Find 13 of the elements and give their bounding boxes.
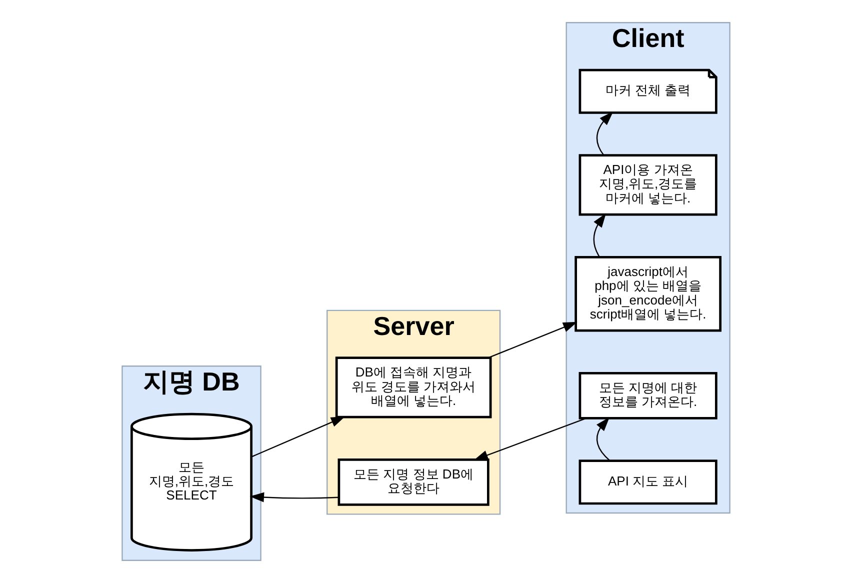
arrow: [488, 322, 578, 358]
arrow: [596, 417, 610, 461]
arrow: [596, 111, 614, 156]
node-box: 모든 지명 정보 DB에 요청한다: [338, 458, 490, 506]
arrow: [251, 416, 346, 458]
node-box: javascript에서 php에 있는 배열을 json_encode에서 script배열에 넣는다.: [574, 256, 722, 332]
arrow: [593, 213, 606, 258]
arrow: [250, 492, 339, 502]
node-box: DB에 접속해 지명과 위도 경도를 가져와서 배열에 넣는다.: [335, 356, 492, 418]
node-box: 모든 지명에 대한 정보를 가져온다.: [578, 372, 718, 420]
node-box: API이용 가져온 지명,위도,경도를 마커에 넣는다.: [578, 154, 718, 216]
arrow: [474, 418, 586, 460]
node-box: API 지도 표시: [578, 460, 718, 505]
